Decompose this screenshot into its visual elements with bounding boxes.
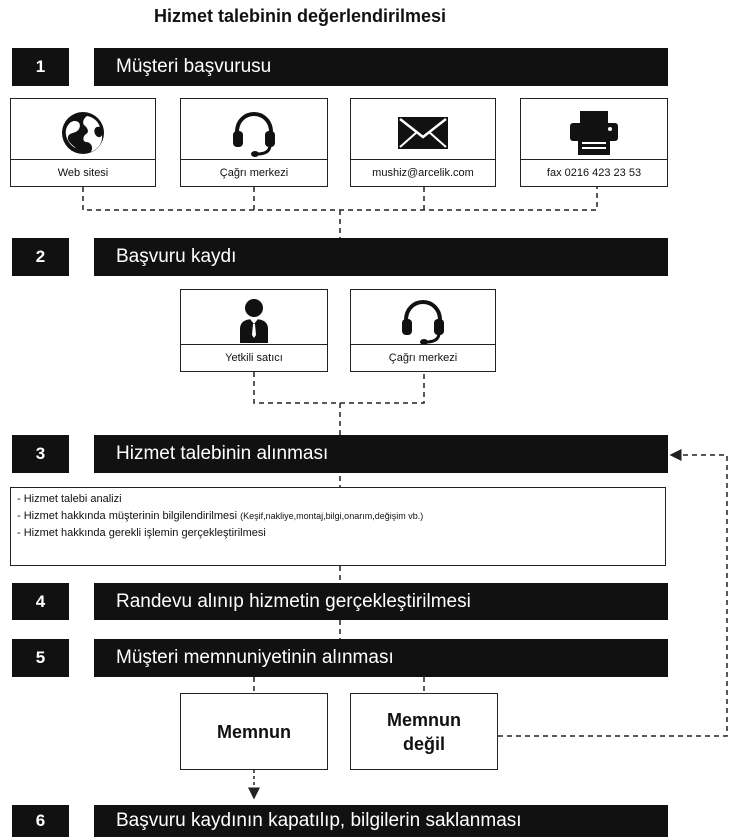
outcome-not-satisfied-line2: değil <box>402 733 445 754</box>
registrar-call-center-label: Çağrı merkezi <box>351 344 495 371</box>
step-4-number: 4 <box>12 583 69 620</box>
step-3-number: 3 <box>12 435 69 473</box>
outcome-not-satisfied-line1: Memnun <box>387 709 461 730</box>
step-2-label: Başvuru kaydı <box>94 238 668 276</box>
list-item: - Hizmet hakkında gerekli işlemin gerçek… <box>17 527 266 539</box>
step-6-number: 6 <box>12 805 69 837</box>
registrar-dealer-label: Yetkili satıcı <box>181 344 327 371</box>
channel-fax-label: fax 0216 423 23 53 <box>521 159 667 186</box>
connector-registrars <box>253 372 425 435</box>
feedback-loop <box>498 449 728 737</box>
channel-web: Web sitesi <box>10 98 156 187</box>
step-5-label: Müşteri memnuniyetinin alınması <box>94 639 668 677</box>
registrar-call-center: Çağrı merkezi <box>350 289 496 372</box>
step-6-label: Başvuru kaydının kapatılıp, bilgilerin s… <box>94 805 668 837</box>
channel-email-label: mushiz@arcelik.com <box>351 159 495 186</box>
step-1-label: Müşteri başvurusu <box>94 48 668 86</box>
headset-icon <box>181 107 327 159</box>
step-4-label: Randevu alınıp hizmetin gerçekleştirilme… <box>94 583 668 620</box>
headset-icon <box>351 295 495 347</box>
channel-call-center: Çağrı merkezi <box>180 98 328 187</box>
step-5-number: 5 <box>12 639 69 677</box>
diagram-title: Hizmet talebinin değerlendirilmesi <box>153 6 447 26</box>
step-3-label: Hizmet talebinin alınması <box>94 435 668 473</box>
channel-call-center-label: Çağrı merkezi <box>181 159 327 186</box>
person-icon <box>181 295 327 347</box>
channel-web-label: Web sitesi <box>11 159 155 186</box>
outcome-not-satisfied: Memnun değil <box>350 693 498 770</box>
list-item-note: (Keşif,nakliye,montaj,bilgi,onarım,değiş… <box>240 511 424 521</box>
globe-icon <box>11 107 155 159</box>
list-item: - Hizmet hakkında müşterinin bilgilendir… <box>17 510 424 522</box>
step-1-number: 1 <box>12 48 69 86</box>
registrar-dealer: Yetkili satıcı <box>180 289 328 372</box>
list-item: - Hizmet talebi analizi <box>17 493 122 505</box>
channel-fax: fax 0216 423 23 53 <box>520 98 668 187</box>
channel-email: mushiz@arcelik.com <box>350 98 496 187</box>
outcome-satisfied: Memnun <box>180 693 328 770</box>
fax-icon <box>521 107 667 159</box>
connector-step5-outcomes <box>253 677 425 693</box>
connector-channels <box>82 187 598 238</box>
step-2-number: 2 <box>12 238 69 276</box>
envelope-icon <box>351 107 495 159</box>
service-items-list: - Hizmet talebi analizi - Hizmet hakkınd… <box>10 487 666 566</box>
